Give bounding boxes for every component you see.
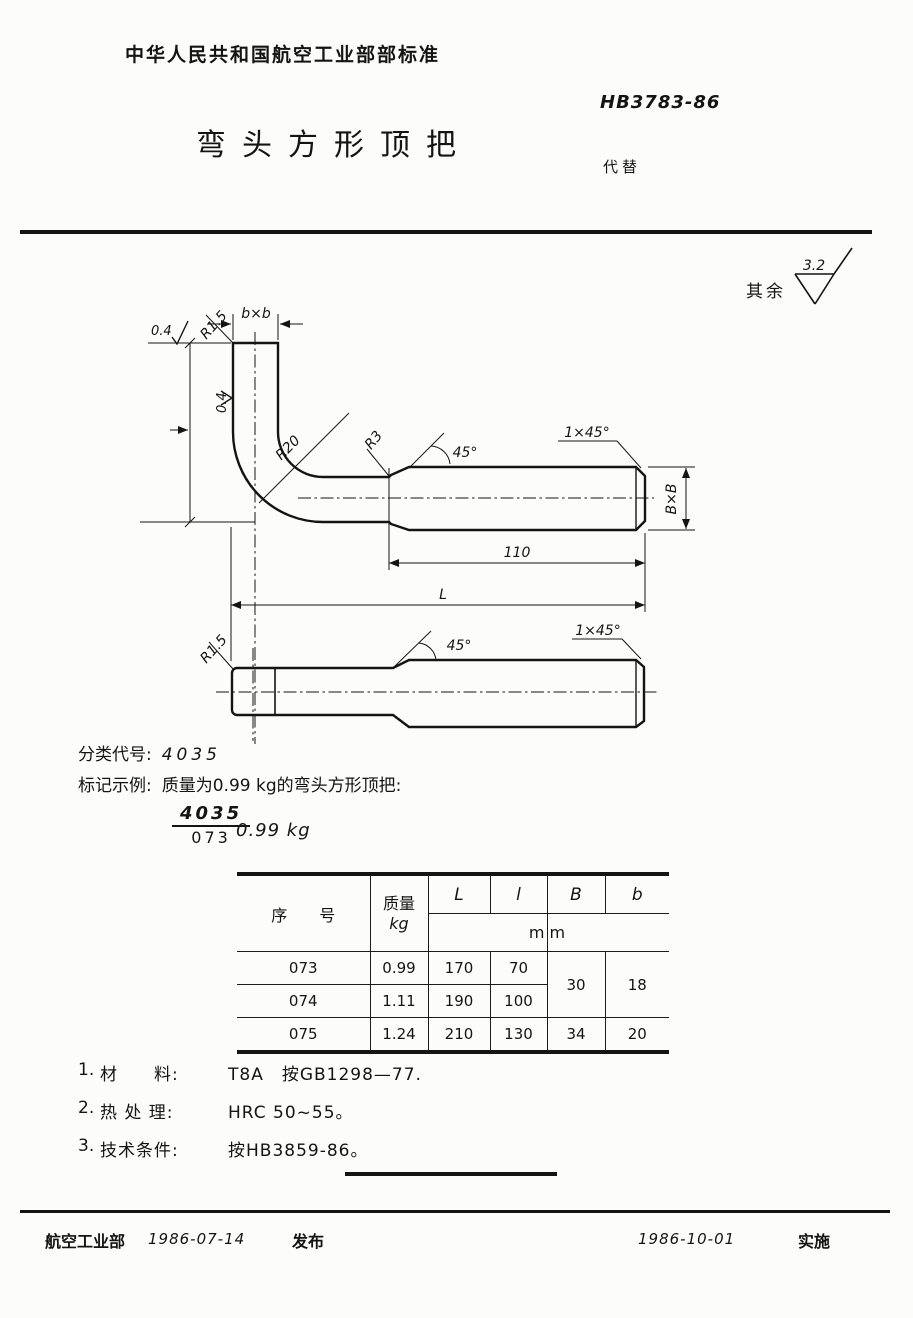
classification-value: 4035 [161,745,221,765]
view2-dimension-lines [208,630,642,670]
cell-B: 30 [546,951,606,1018]
marking-mass-value: 0.99 kg [236,820,311,841]
note-technical-conditions: 3. 技术条件: 按HB3859-86。 [78,1136,422,1161]
dim-L: L [439,587,447,603]
surface-value-label: 3.2 [803,258,825,274]
roughness-check-icon [794,247,853,305]
cell-serial: 073 [236,951,371,985]
dim-bxb: b×b [241,306,271,322]
marking-code-denominator: 073 [191,828,231,847]
standard-number: HB3783-86 [600,92,721,113]
dim-45deg-view1: 45° [453,445,478,461]
note-number: 2. [78,1098,95,1118]
marking-desc: 质量为0.99 kg的弯头方形顶把: [161,776,402,796]
page-title: 弯头方形顶把 [196,128,472,163]
cell-l: 100 [489,984,548,1018]
note-material: 1. 材 料: T8A 按GB1298—77. [78,1060,422,1085]
col-header-L: L [427,875,491,914]
marking-code-numerator: 4035 [172,803,251,827]
dim-r1p5-view1: R1.5 [197,308,230,343]
col-header-serial: 序 号 [236,875,371,952]
cell-serial: 075 [236,1017,371,1051]
note-value: T8A 按GB1298—77. [228,1065,422,1085]
cell-mass: 1.24 [369,1017,429,1051]
table-row: 074 1.11 190 100 [236,984,669,1018]
dim-1x45-view1: 1×45° [564,425,609,441]
view1-roughness-top: 0.4 [151,320,189,346]
footer-issue-date: 1986-07-14 [148,1230,246,1248]
roughness-check-icon [171,320,189,346]
footer-implementation-label: 实施 [798,1232,831,1251]
mass-unit-label: kg [389,913,409,933]
surface-roughness-note: 其余 3.2 [746,247,853,305]
dim-r3: R3 [362,428,386,453]
dim-45deg-view2: 45° [447,638,472,654]
technical-drawing: 其余 3.2 [140,247,853,744]
footer-implementation-date: 1986-10-01 [638,1230,736,1248]
classification-line: 分类代号: 4035 [78,740,221,765]
view2-outline [230,658,646,729]
cell-L: 170 [427,951,491,985]
r20-leader [258,412,350,504]
note-value: 按HB3859-86。 [228,1141,369,1161]
table-row: 075 1.24 210 130 34 20 [236,1017,670,1051]
standard-authority-heading: 中华人民共和国航空工业部部标准 [125,44,441,66]
notes-list: 1. 材 料: T8A 按GB1298—77. 2. 热 处 理: HRC 50… [78,1060,422,1174]
r1p5-leader [205,314,234,344]
end-of-content-rule [345,1172,557,1176]
cell-mass: 0.99 [369,951,429,985]
view2-centerlines [216,648,659,741]
cell-l: 130 [489,1017,548,1051]
view1-roughness-side: 0.4 [215,390,234,413]
cell-l: 70 [489,951,548,985]
spec-table: 序 号 质量 kg L l B b m m 073 0.99 170 70 30 [236,875,670,1051]
note-value: HRC 50~55。 [228,1103,354,1123]
r3-leader [366,448,390,477]
note-label: 技术条件: [100,1141,179,1161]
dim-BxB: B×B [664,484,680,515]
cell-mass: 1.11 [369,984,429,1018]
mass-label: 质量 [382,894,415,914]
cell-L: 190 [427,984,491,1018]
roughness-side-label: 0.4 [215,392,230,413]
table-row: 073 0.99 170 70 30 18 [236,951,670,1018]
note-heat-treatment: 2. 热 处 理: HRC 50~55。 [78,1098,422,1123]
note-label: 热 处 理: [100,1103,174,1123]
cell-b: 20 [604,1017,670,1051]
col-header-mass: 质量 kg [369,875,429,952]
marking-label: 标记示例: [78,776,152,796]
replaces-label: 代替 [603,158,642,176]
note-number: 1. [78,1060,95,1080]
top-divider-rule [20,230,872,234]
roughness-triangle-icon [220,390,234,406]
dim-110: 110 [504,545,531,561]
footer-divider-rule [20,1210,890,1213]
col-header-b: b [604,875,670,914]
col-header-B: B [546,875,606,914]
footer-issue-label: 发布 [292,1232,325,1251]
view1-centerlines [254,332,654,744]
r1p5-leader [208,641,234,670]
cell-B: 34 [546,1017,606,1051]
cell-L: 210 [427,1017,491,1051]
surface-prefix-label: 其余 [746,282,786,302]
note-label: 材 料: [100,1065,179,1085]
cell-b: 18 [604,951,670,1018]
marking-code-fraction: 4035 073 [172,803,251,847]
cell-serial: 074 [236,984,371,1018]
unit-mm-right: m [546,913,670,952]
classification-label: 分类代号: [78,745,152,765]
footer-organization: 航空工业部 [45,1232,126,1251]
dim-1x45-view2: 1×45° [575,623,620,639]
marking-example-line: 标记示例: 质量为0.99 kg的弯头方形顶把: [78,771,401,796]
view1-dimension-lines [140,314,695,661]
roughness-top-label: 0.4 [151,324,172,339]
col-header-l: l [489,875,548,914]
note-number: 3. [78,1136,95,1156]
unit-mm-left: m [427,913,548,952]
spec-table-wrapper: 序 号 质量 kg L l B b m m 073 0.99 170 70 30 [236,872,670,1054]
